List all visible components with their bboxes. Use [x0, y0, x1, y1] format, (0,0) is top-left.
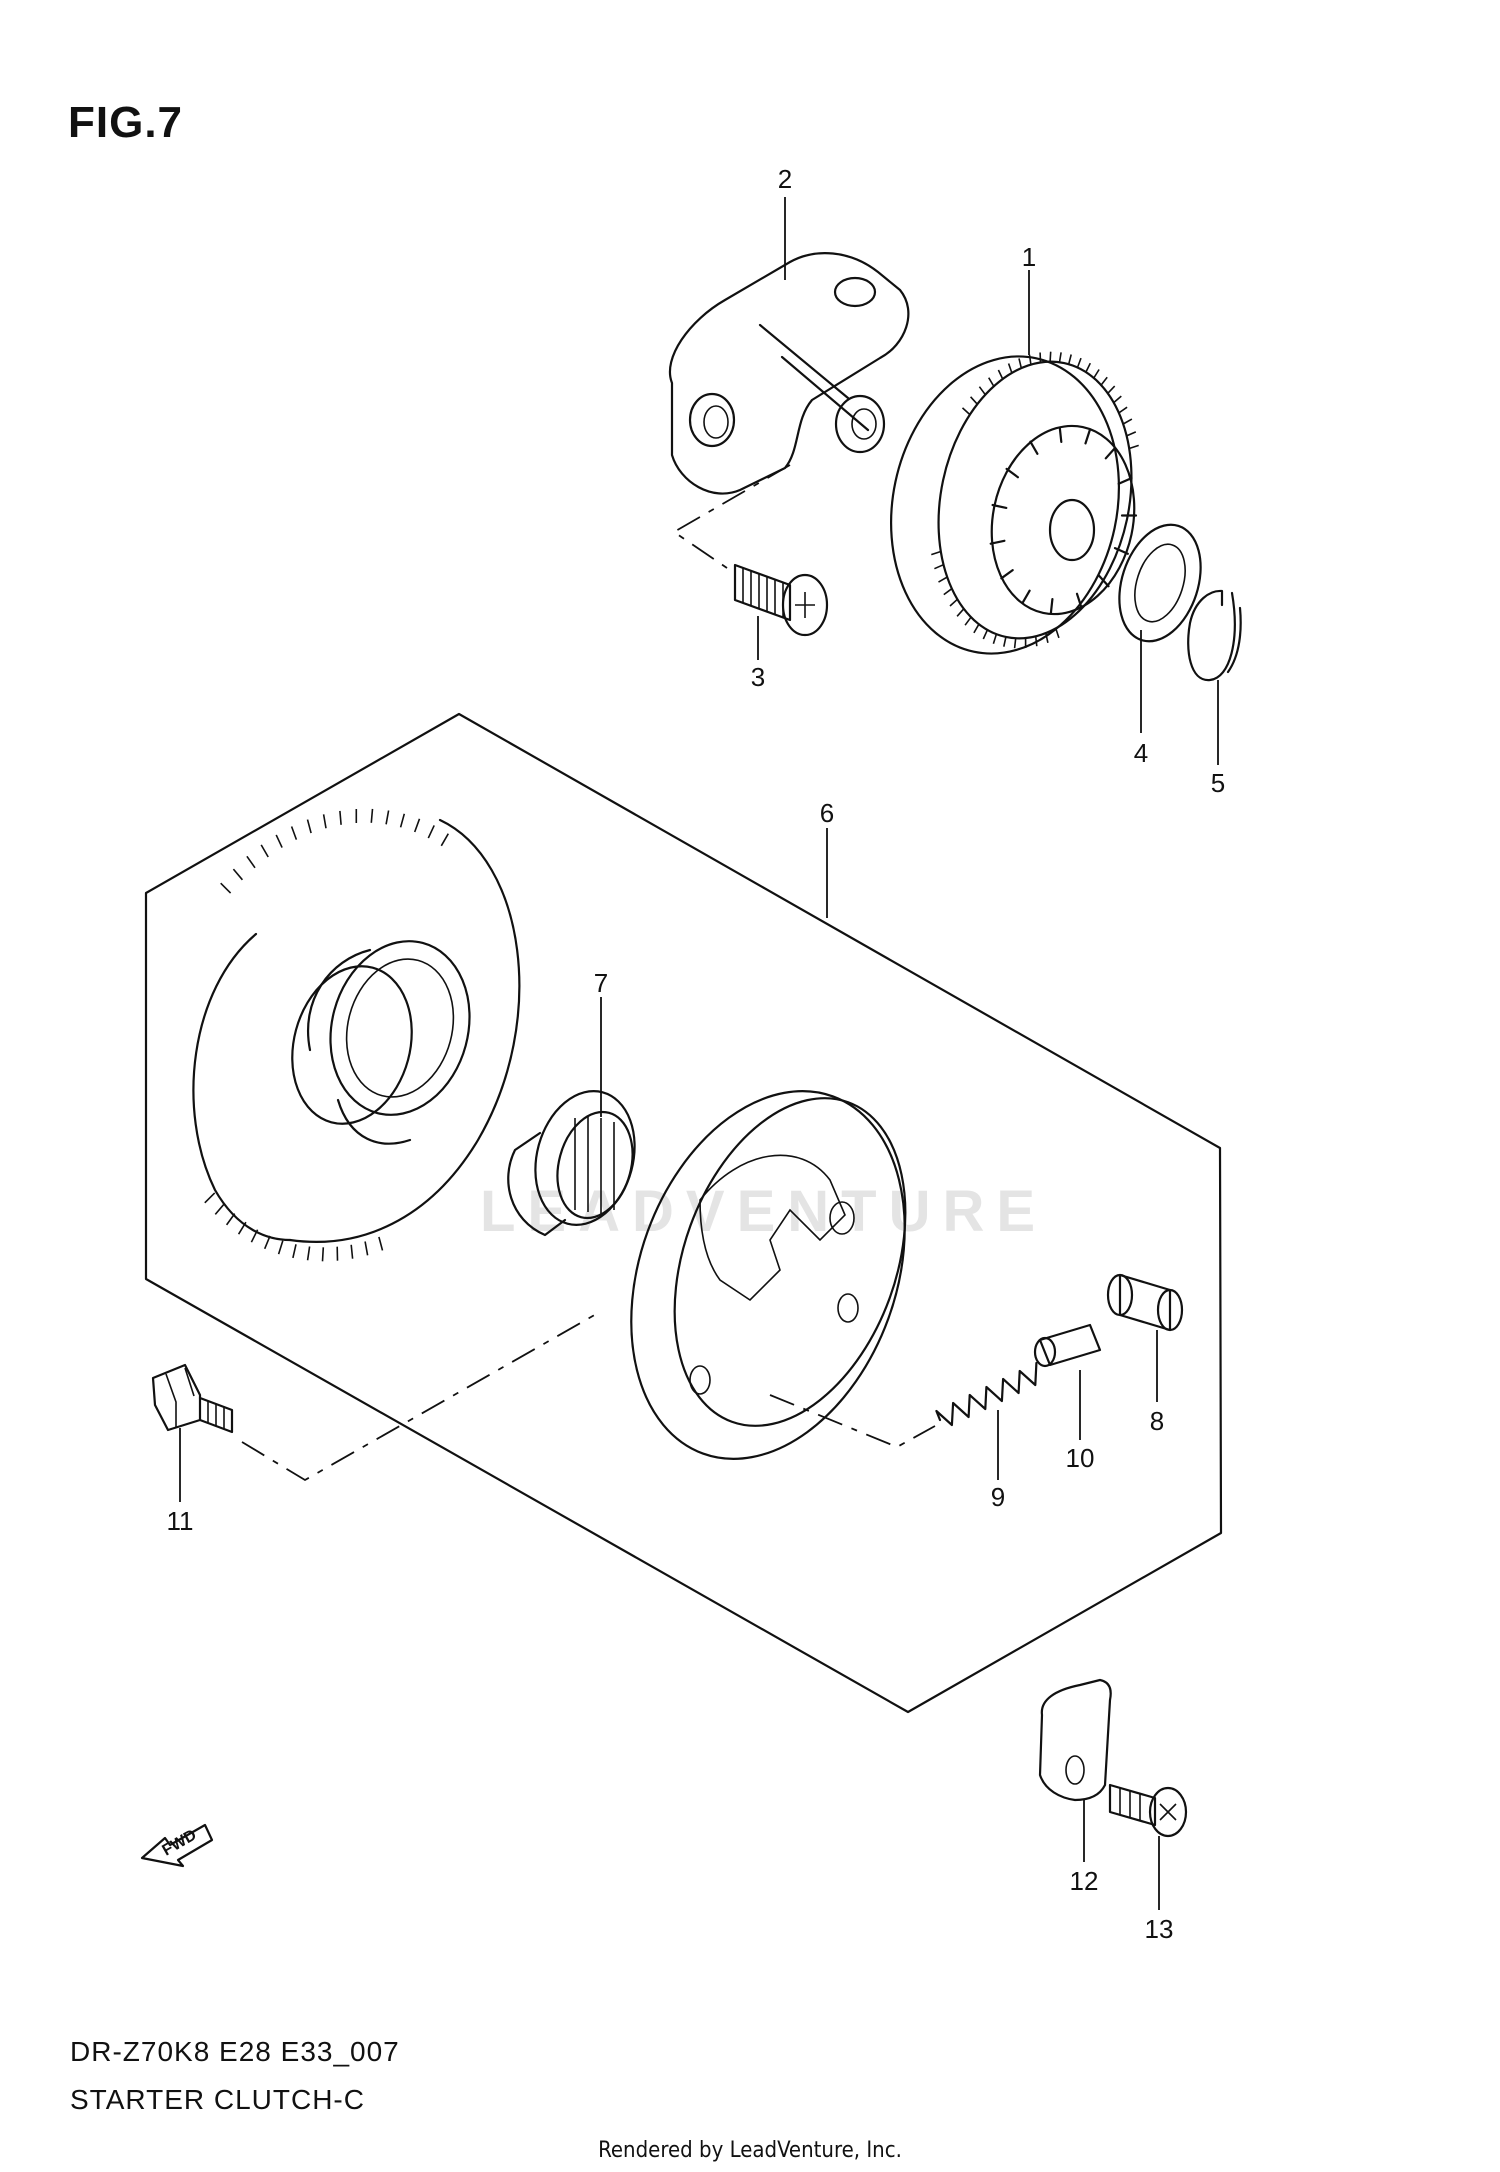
callout-11[interactable]: 11	[167, 1506, 194, 1536]
callout-6[interactable]: 6	[820, 798, 834, 828]
callout-5[interactable]: 5	[1211, 768, 1225, 798]
part-6-starter-clutch-gear[interactable]	[192, 808, 521, 1262]
figure-title: FIG.7	[68, 98, 184, 147]
part-5-circlip[interactable]	[1187, 589, 1242, 682]
part-6-clutch-housing[interactable]	[583, 1053, 954, 1498]
callout-10[interactable]: 10	[1066, 1443, 1095, 1473]
callout-2[interactable]: 2	[778, 164, 792, 194]
callout-13[interactable]: 13	[1145, 1914, 1174, 1944]
callout-4[interactable]: 4	[1134, 738, 1148, 768]
part-1-drive-gear[interactable]	[864, 335, 1156, 675]
part-11-bolt[interactable]	[151, 1363, 234, 1434]
callout-12[interactable]: 12	[1070, 1866, 1099, 1896]
callout-3[interactable]: 3	[751, 662, 765, 692]
part-3-screw[interactable]	[733, 563, 829, 637]
callout-7[interactable]: 7	[594, 968, 608, 998]
leader-lines	[179, 197, 1219, 1910]
callout-9[interactable]: 9	[991, 1482, 1005, 1512]
assembly-line-2-3	[672, 464, 791, 571]
callout-1[interactable]: 1	[1022, 242, 1036, 272]
footer-credit: Rendered by LeadVenture, Inc.	[598, 2138, 902, 2163]
part-7-needle-bearing[interactable]	[507, 1080, 649, 1237]
part-8-roller[interactable]	[1106, 1273, 1184, 1332]
part-2-bracket-shaft[interactable]	[669, 252, 910, 495]
diagram-name: STARTER CLUTCH-C	[70, 2084, 365, 2115]
assembly-line-9-housing	[769, 1394, 936, 1448]
part-9-spring[interactable]	[935, 1361, 1038, 1427]
part-4-washer[interactable]	[1105, 514, 1214, 652]
assembly-line-11-housing	[241, 1312, 599, 1482]
diagram-code: DR-Z70K8 E28 E33_007	[70, 2036, 400, 2067]
callout-8[interactable]: 8	[1150, 1406, 1164, 1436]
part-13-screw[interactable]	[1108, 1783, 1188, 1838]
watermark: LEADVENTURE	[480, 1179, 1048, 1244]
assembly-6-outline	[144, 712, 1223, 1714]
fwd-arrow-icon: FWD	[140, 1823, 214, 1868]
part-12-plate[interactable]	[1038, 1678, 1112, 1802]
part-10-plunger[interactable]	[1033, 1323, 1102, 1368]
